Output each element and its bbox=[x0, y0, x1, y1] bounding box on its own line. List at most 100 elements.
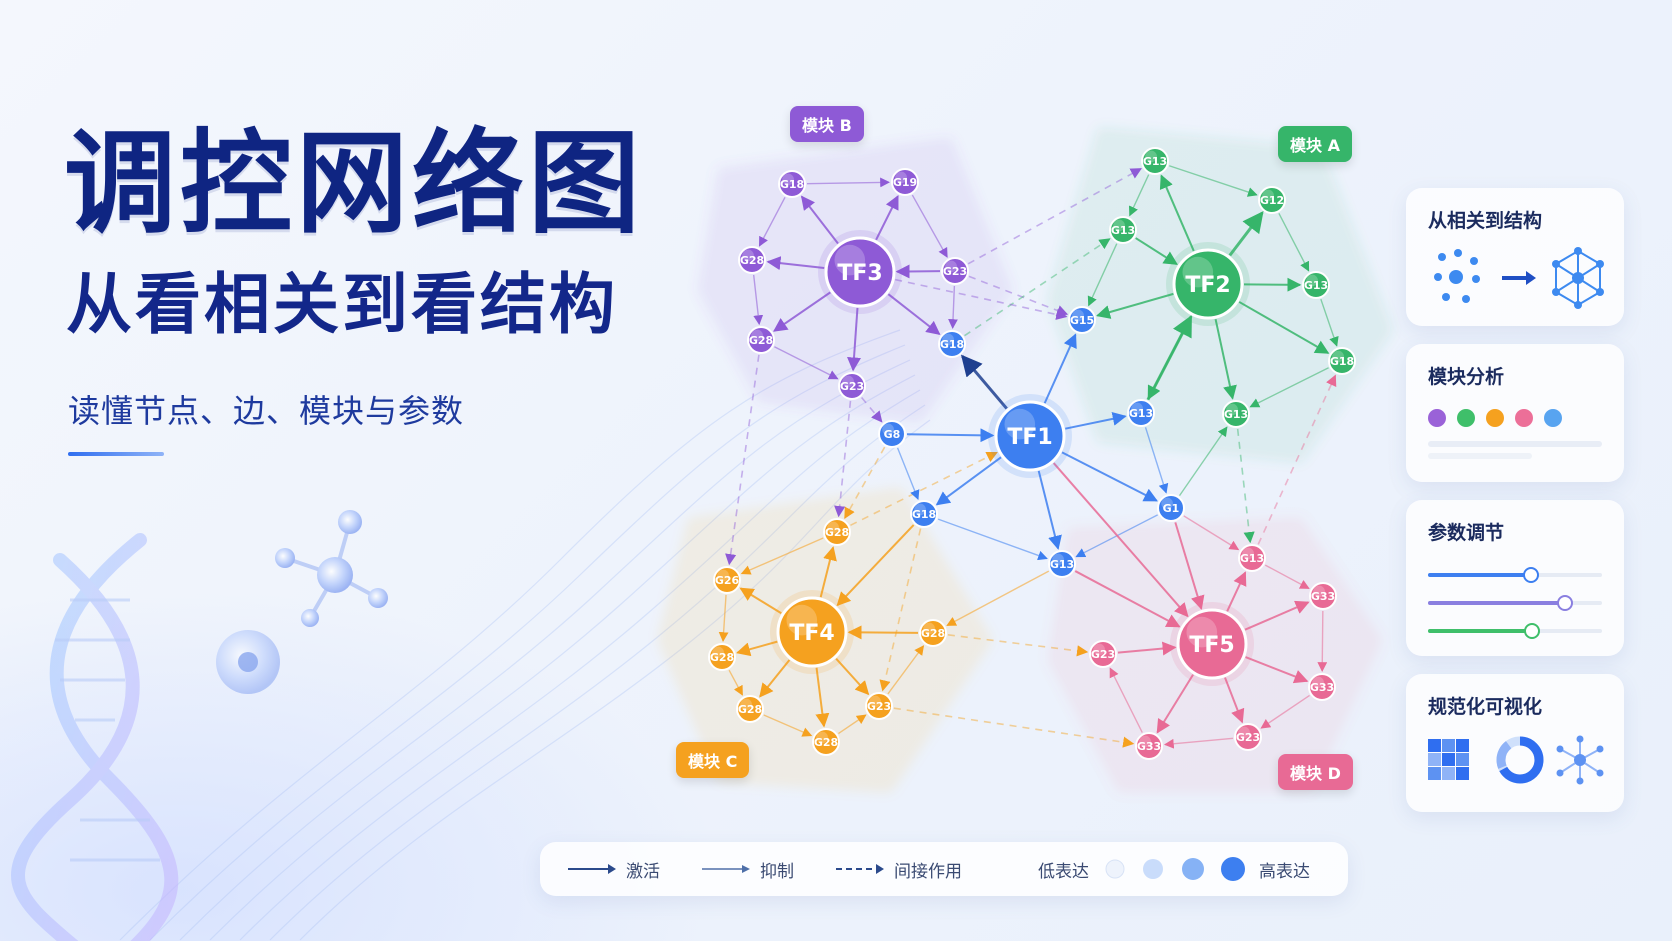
gene-node[interactable]: G13 bbox=[1048, 550, 1076, 578]
activate-edge bbox=[935, 456, 1002, 506]
gene-node[interactable]: G8 bbox=[878, 420, 906, 448]
gene-label: G18 bbox=[780, 178, 804, 191]
thin-arrow-icon bbox=[702, 865, 750, 873]
parameter-slider[interactable] bbox=[1428, 617, 1602, 645]
card-correlation-to-structure[interactable]: 从相关到结构 bbox=[1406, 188, 1624, 326]
gene-node[interactable]: G28 bbox=[823, 518, 851, 546]
legend-low-label: 低表达 bbox=[1038, 861, 1089, 882]
gene-node[interactable]: G13 bbox=[1141, 147, 1169, 175]
gene-node[interactable]: G13 bbox=[1127, 399, 1155, 427]
gene-node[interactable]: G13 bbox=[1222, 400, 1250, 428]
activate-edge bbox=[835, 658, 870, 696]
gene-node[interactable]: G33 bbox=[1308, 673, 1336, 701]
inhibit-edge bbox=[946, 570, 1050, 627]
hub-node-tf1[interactable]: TF1 bbox=[988, 394, 1072, 478]
slider-handle[interactable] bbox=[1524, 623, 1541, 639]
gene-label: G13 bbox=[1304, 279, 1328, 292]
gene-node[interactable]: G12 bbox=[1258, 186, 1286, 214]
gene-node[interactable]: G18 bbox=[938, 330, 966, 358]
hub-node-tf5[interactable]: TF5 bbox=[1170, 602, 1254, 686]
gene-node[interactable]: G13 bbox=[1109, 216, 1137, 244]
activate-edge bbox=[1096, 292, 1174, 319]
activate-edge bbox=[887, 293, 941, 336]
activate-edge bbox=[1238, 301, 1330, 354]
gene-label: G26 bbox=[715, 574, 740, 587]
gene-label: G23 bbox=[840, 380, 864, 393]
gene-node[interactable]: G28 bbox=[738, 246, 766, 274]
gene-node[interactable]: G28 bbox=[812, 728, 840, 756]
gene-node[interactable]: G19 bbox=[891, 168, 919, 196]
indirect-edge bbox=[844, 446, 886, 520]
card-parameter-tuning[interactable]: 参数调节 bbox=[1406, 500, 1624, 656]
card-title: 参数调节 bbox=[1428, 522, 1505, 544]
indirect-edge bbox=[1257, 374, 1337, 545]
activate-edge bbox=[759, 659, 791, 698]
indirect-edge bbox=[1236, 428, 1255, 544]
hub-node-tf2[interactable]: TF2 bbox=[1166, 242, 1250, 326]
inhibit-edge bbox=[1278, 212, 1310, 272]
card-module-analysis[interactable]: 模块分析 bbox=[1406, 344, 1624, 482]
activate-edge bbox=[1214, 318, 1237, 400]
card-title: 规范化可视化 bbox=[1428, 696, 1543, 718]
gene-label: G13 bbox=[1224, 408, 1248, 421]
gene-label: G13 bbox=[1143, 155, 1167, 168]
legend-activate-label: 激活 bbox=[626, 861, 660, 882]
gene-label: G8 bbox=[884, 428, 901, 441]
gene-label: G28 bbox=[738, 703, 762, 716]
gene-node[interactable]: G15 bbox=[1068, 306, 1096, 334]
gene-node[interactable]: G26 bbox=[713, 566, 741, 594]
inhibit-edge bbox=[728, 669, 744, 696]
gene-node[interactable]: G33 bbox=[1309, 582, 1337, 610]
gene-node[interactable]: G18 bbox=[910, 500, 938, 528]
activate-edge bbox=[1117, 641, 1177, 656]
inhibit-edge bbox=[896, 447, 920, 501]
gene-node[interactable]: G18 bbox=[1328, 347, 1356, 375]
gene-node[interactable]: G23 bbox=[838, 372, 866, 400]
activate-edge bbox=[1065, 411, 1127, 430]
gene-node[interactable]: G1 bbox=[1157, 494, 1185, 522]
hub-node-tf3[interactable]: TF3 bbox=[818, 230, 902, 314]
placeholder-bar bbox=[1428, 441, 1602, 447]
gene-node[interactable]: G28 bbox=[747, 326, 775, 354]
gene-label: G23 bbox=[867, 700, 891, 713]
gene-label: G12 bbox=[1260, 194, 1284, 207]
gene-node[interactable]: G13 bbox=[1302, 271, 1330, 299]
parameter-slider[interactable] bbox=[1428, 561, 1602, 589]
activate-edge bbox=[1174, 522, 1205, 610]
parameter-slider[interactable] bbox=[1428, 589, 1602, 617]
activate-edge bbox=[1037, 470, 1062, 550]
hub-node-tf4[interactable]: TF4 bbox=[770, 590, 854, 674]
inhibit-edge bbox=[1128, 174, 1150, 217]
slider-handle[interactable] bbox=[1557, 595, 1574, 611]
gene-node[interactable]: G28 bbox=[919, 619, 947, 647]
gene-label: G28 bbox=[825, 526, 849, 539]
gene-node[interactable]: G18 bbox=[778, 170, 806, 198]
inhibit-edge bbox=[937, 518, 1048, 561]
gene-label: G15 bbox=[1070, 314, 1094, 327]
indirect-edge bbox=[834, 400, 852, 518]
gene-node[interactable]: G23 bbox=[1234, 723, 1262, 751]
gene-node[interactable]: G33 bbox=[1135, 732, 1163, 760]
activate-edge bbox=[1146, 314, 1193, 401]
visualization-types-icon bbox=[1428, 735, 1604, 785]
card-normalized-visualization[interactable]: 规范化可视化 bbox=[1406, 674, 1624, 812]
inhibit-edge bbox=[1169, 165, 1258, 197]
gene-node[interactable]: G13 bbox=[1238, 544, 1266, 572]
inhibit-edge bbox=[948, 285, 958, 329]
gene-node[interactable]: G23 bbox=[865, 692, 893, 720]
activate-edge bbox=[847, 625, 919, 640]
gene-node[interactable]: G28 bbox=[708, 643, 736, 671]
activate-edge bbox=[739, 587, 782, 615]
gene-label: G13 bbox=[1111, 224, 1135, 237]
gene-node[interactable]: G28 bbox=[736, 695, 764, 723]
gene-node[interactable]: G23 bbox=[941, 257, 969, 285]
module-tag-b: 模块 B bbox=[790, 106, 864, 142]
module-dot bbox=[1457, 409, 1475, 427]
gene-node[interactable]: G23 bbox=[1089, 640, 1117, 668]
title-divider bbox=[68, 452, 164, 456]
activate-edge bbox=[773, 291, 831, 332]
slider-handle[interactable] bbox=[1522, 567, 1539, 583]
indirect-edge bbox=[947, 634, 1089, 657]
gene-label: G18 bbox=[912, 508, 936, 521]
